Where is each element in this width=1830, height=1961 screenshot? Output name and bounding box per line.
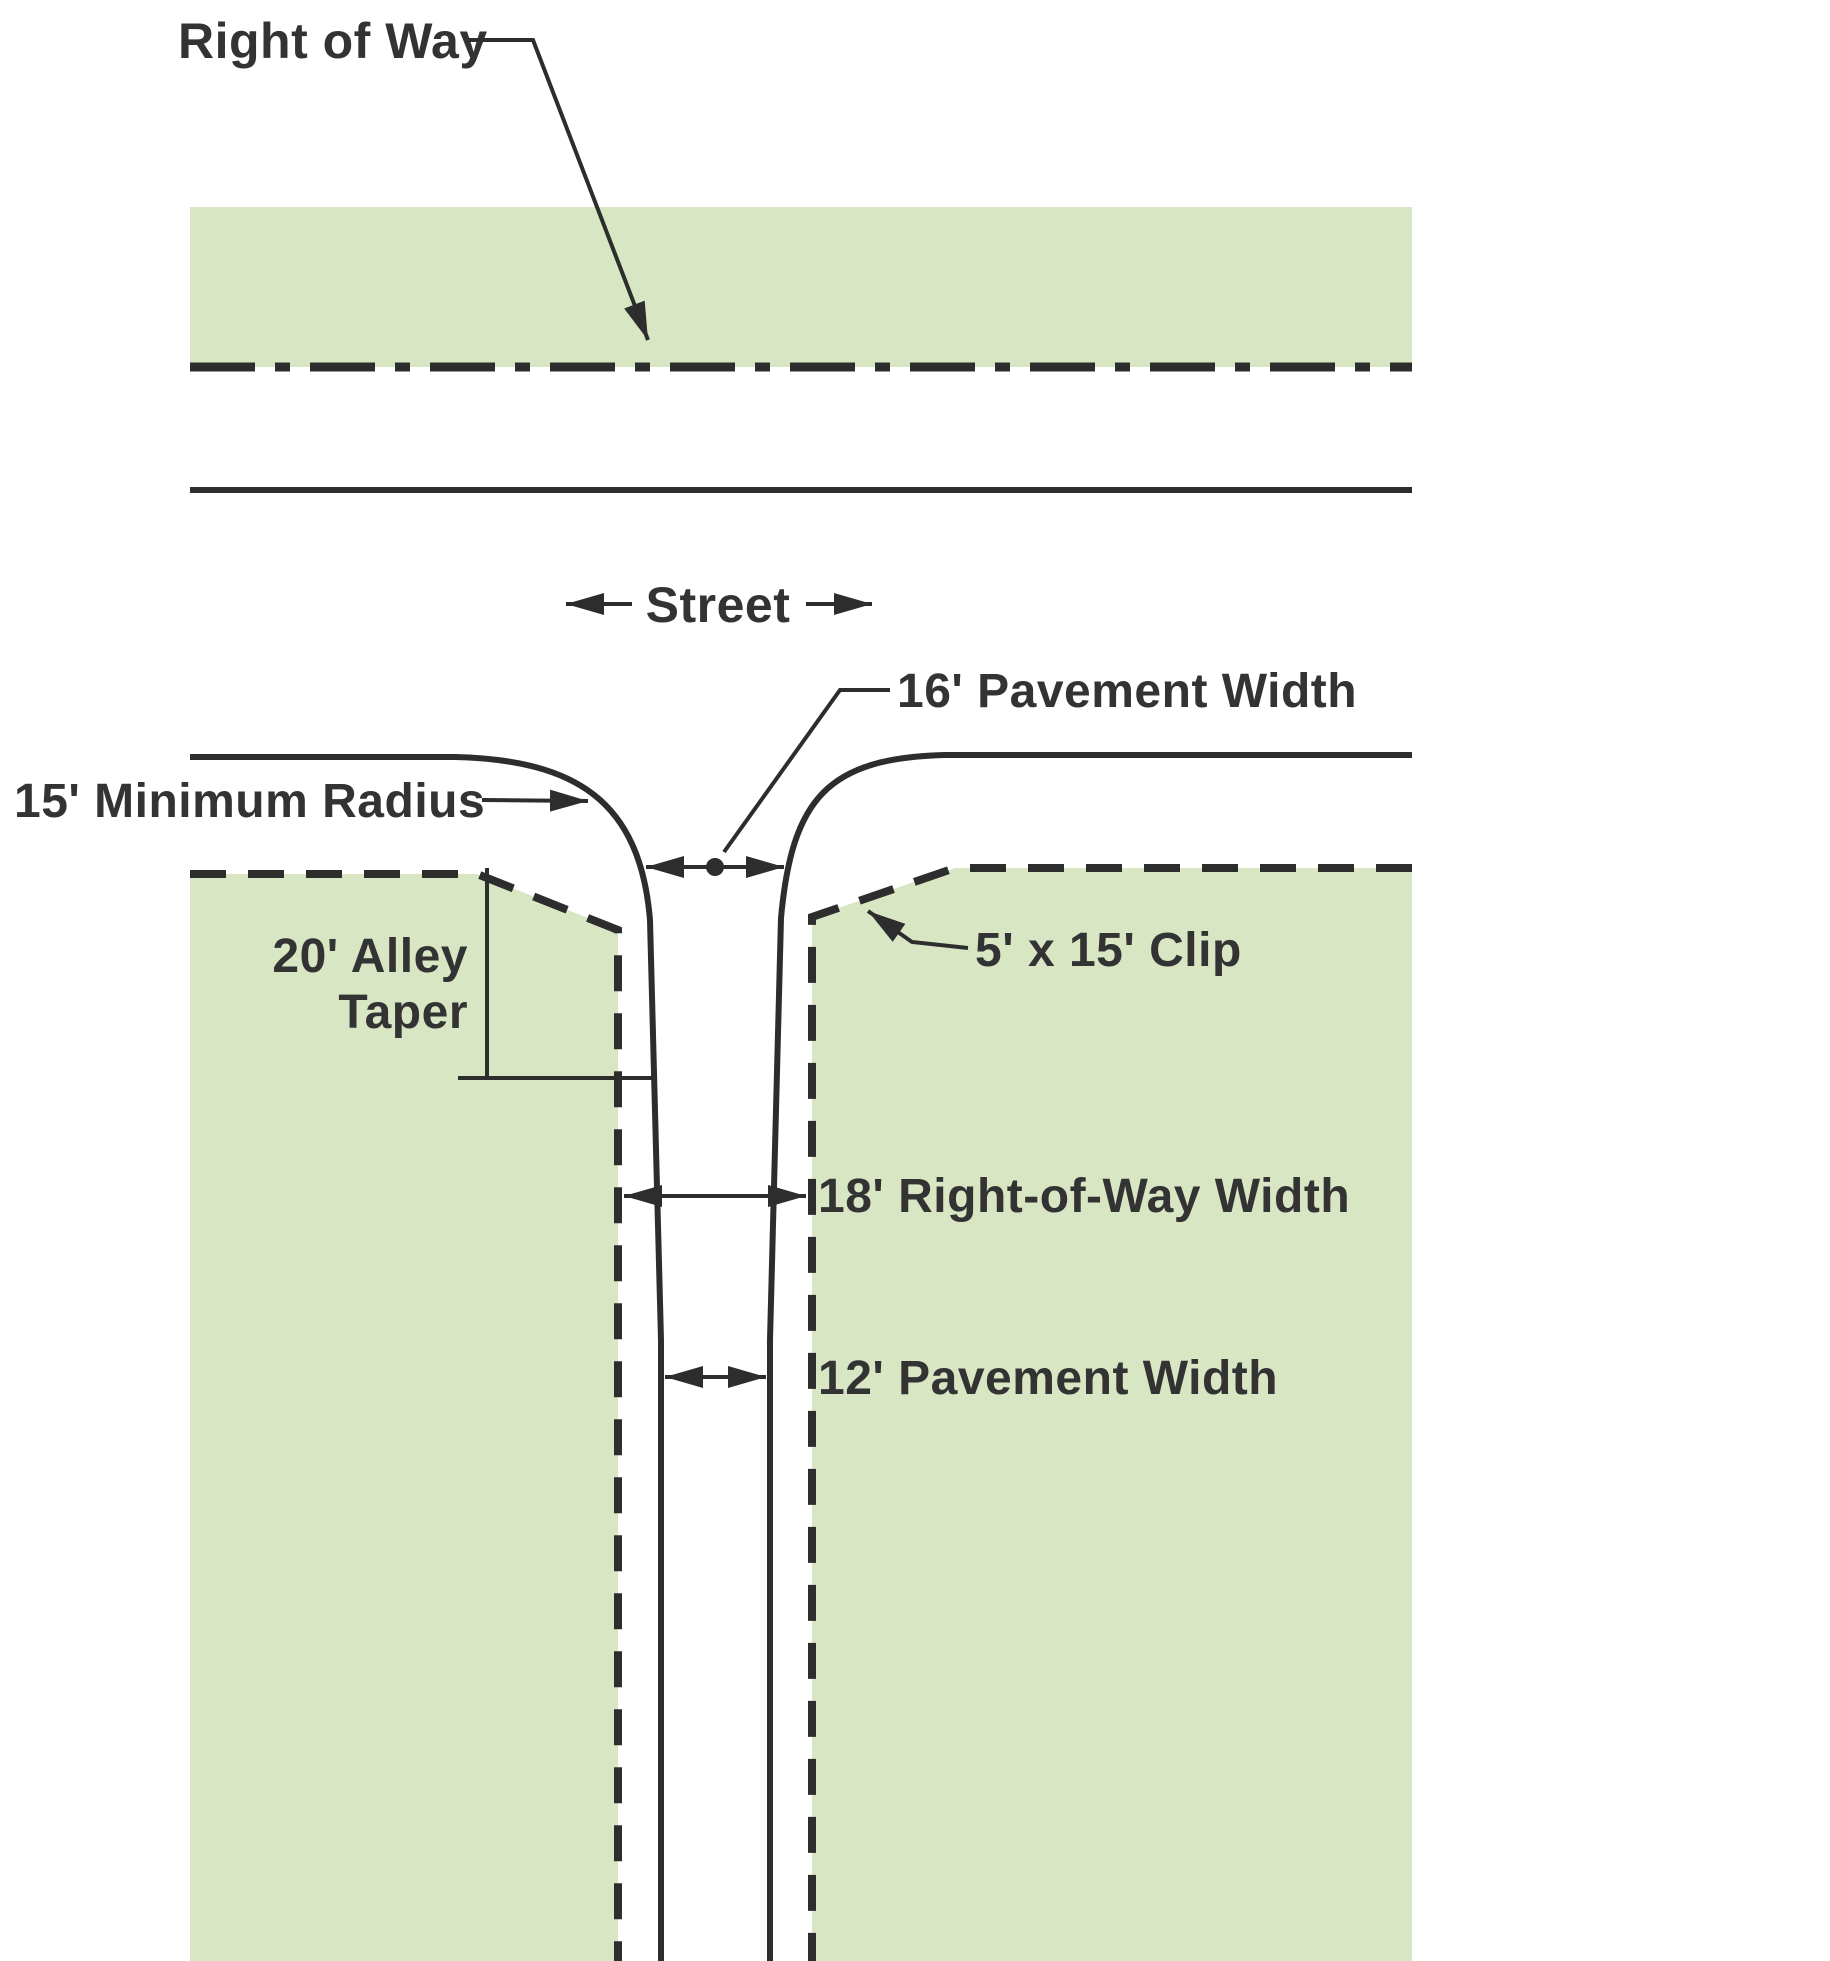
alley-taper-label-line2: Taper — [338, 986, 468, 1039]
right-of-way-leader-line — [468, 38, 650, 341]
clip-label: 5' x 15' Clip — [975, 924, 1242, 977]
row-width-18-label: 18' Right-of-Way Width — [818, 1170, 1350, 1223]
pavement-width-16-leader-line — [722, 688, 890, 854]
right-parcel-green — [812, 868, 1412, 1961]
right-of-way-label: Right of Way — [178, 13, 488, 69]
minimum-radius-label: 15' Minimum Radius — [14, 775, 485, 828]
right-pavement-edge-line — [767, 752, 1412, 1961]
alley-taper-label-line1: 20' Alley — [272, 930, 468, 983]
upper-parcel-green — [190, 207, 1412, 367]
minimum-radius-leader-line — [481, 789, 589, 812]
left-right-of-way-dash-line — [190, 870, 622, 1961]
right-right-of-way-dash-line — [808, 864, 1412, 1961]
pavement-width-16-label: 16' Pavement Width — [897, 665, 1357, 718]
pavement-width-16-leader-dot — [706, 858, 724, 876]
clip-leader-line — [866, 909, 969, 950]
street-label: Street — [646, 577, 791, 633]
left-pavement-edge-line — [190, 754, 664, 1961]
pavement-width-12-label: 12' Pavement Width — [818, 1352, 1278, 1405]
left-parcel-green — [190, 874, 618, 1961]
